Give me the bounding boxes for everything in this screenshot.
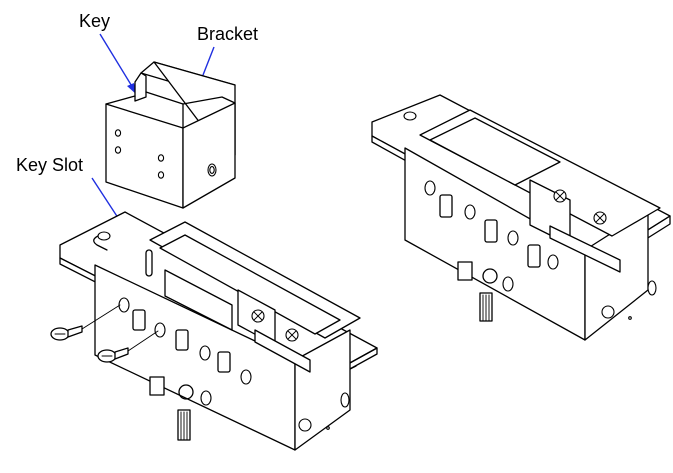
key-label: Key — [79, 11, 110, 31]
key-slot-label: Key Slot — [16, 155, 83, 175]
key-leader-arrow — [99, 33, 137, 95]
screw-1 — [50, 304, 121, 341]
left-assembly — [50, 211, 378, 451]
bracket-label: Bracket — [197, 24, 258, 44]
right-assembly — [371, 94, 671, 341]
bracket-part — [105, 61, 236, 209]
screw-2 — [97, 330, 159, 363]
